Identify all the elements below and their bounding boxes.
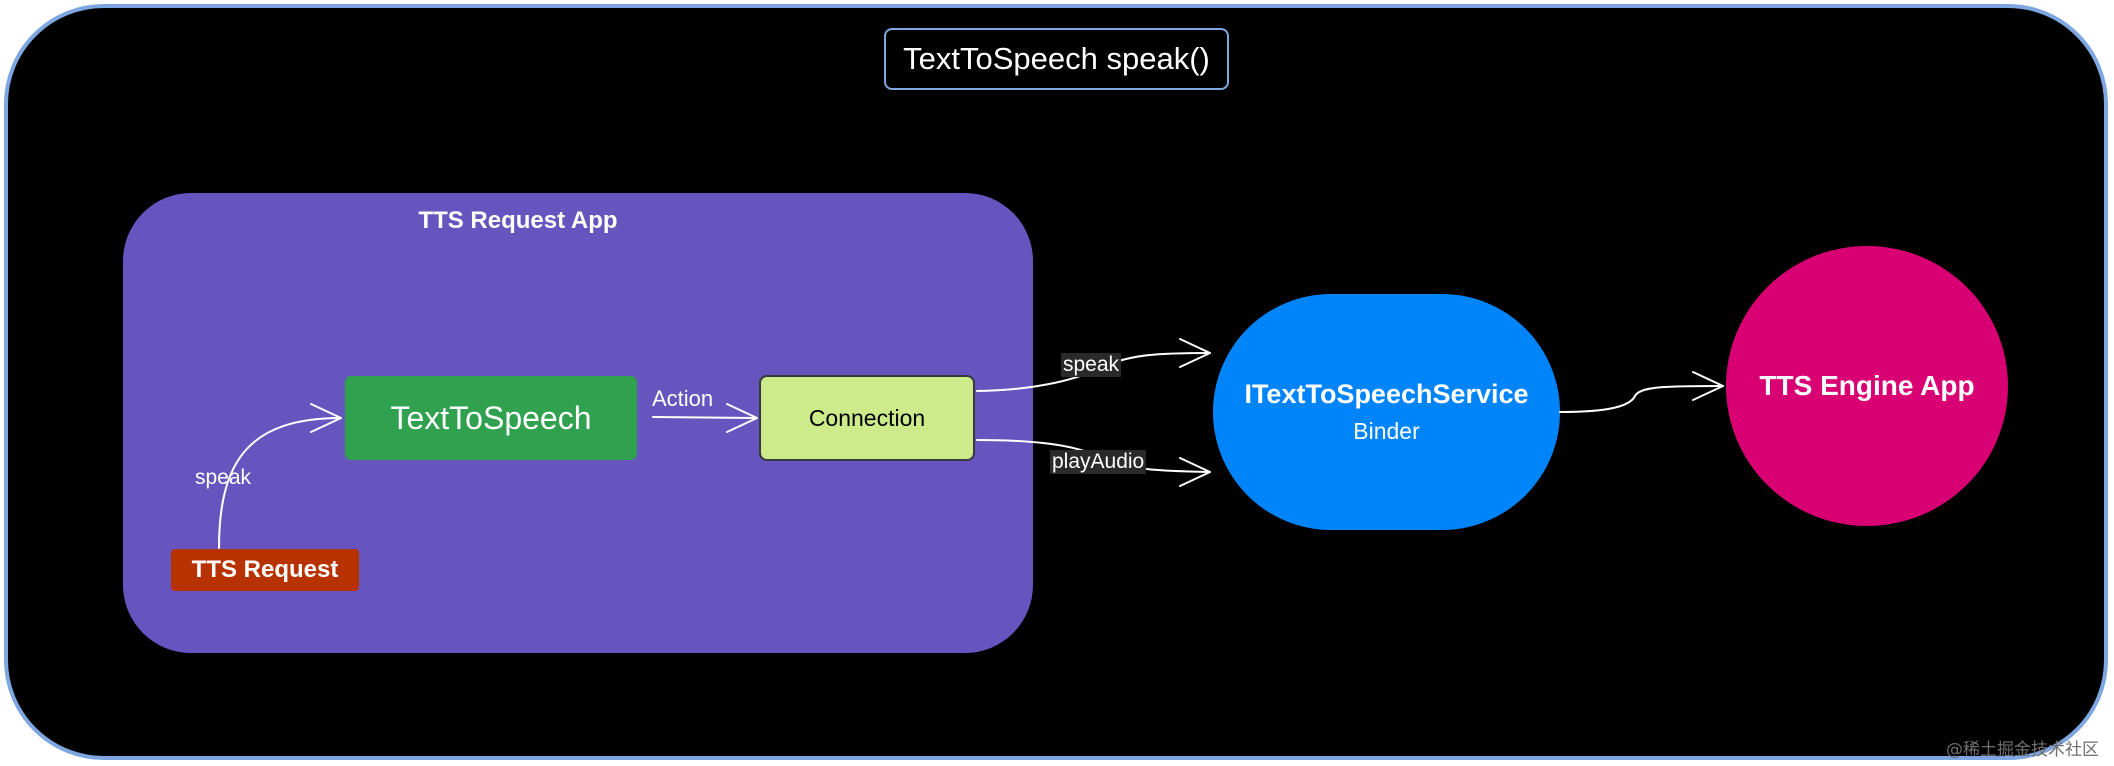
watermark: @稀土掘金技术社区 [1946, 740, 2099, 760]
tts-request-app-label: TTS Request App [418, 207, 618, 234]
edge-label-speak-service: speak [1061, 353, 1122, 377]
service-name: ITextToSpeechService [1244, 379, 1529, 409]
edge-label-speak-request: speak [195, 466, 252, 489]
edge-label-playaudio: playAudio [1050, 450, 1147, 474]
edge-service-to-engine [1559, 371, 1724, 413]
edge-texttospeech-to-connection [652, 403, 758, 433]
edge-label-action: Action [652, 386, 714, 411]
texttospeech-node[interactable]: TextToSpeech [345, 376, 637, 460]
edge-request-to-texttospeech [218, 403, 342, 549]
tts-engine-app-node[interactable]: TTS Engine App [1726, 246, 2008, 526]
service-binder-label: Binder [1353, 418, 1420, 444]
tts-request-node[interactable]: TTS Request [171, 549, 359, 591]
connection-node[interactable]: Connection [759, 375, 975, 461]
diagram-title: TextToSpeech speak() [884, 28, 1229, 90]
itexttospeechservice-node[interactable]: ITextToSpeechService Binder [1213, 294, 1560, 530]
